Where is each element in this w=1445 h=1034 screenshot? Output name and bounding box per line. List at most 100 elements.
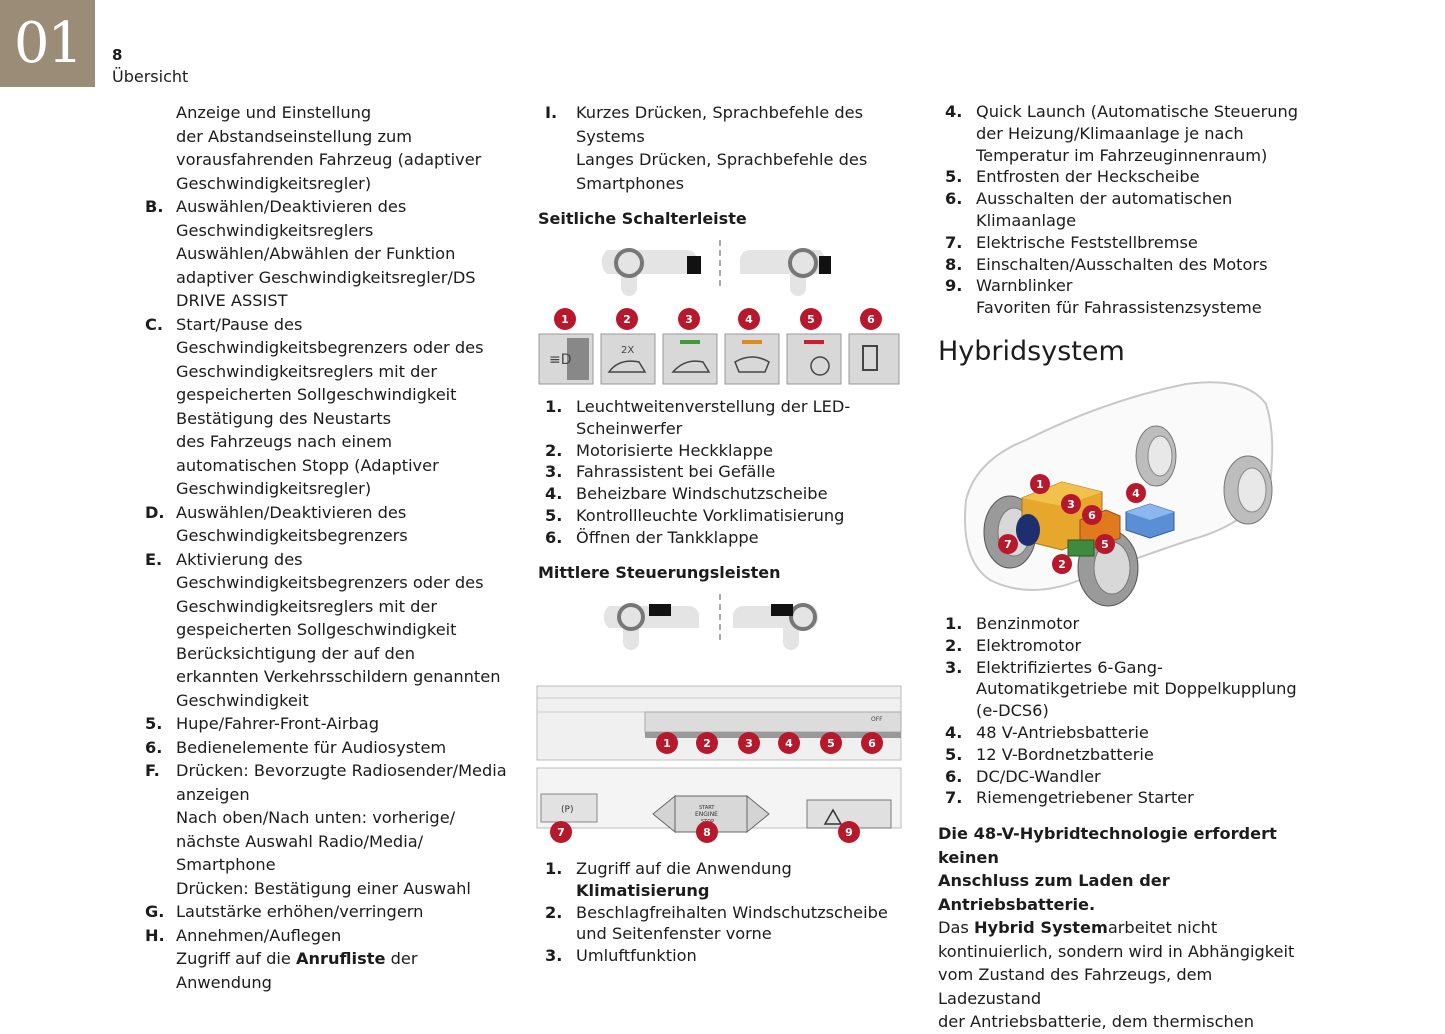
list-marker: 3. bbox=[945, 657, 963, 677]
list-text: Riemengetriebener Starter bbox=[976, 788, 1194, 808]
list-marker: E. bbox=[145, 549, 163, 569]
callout-4: 4 bbox=[778, 732, 800, 754]
list-item: 5.Entfrosten der Heckscheibe bbox=[945, 166, 1315, 188]
list-item: 2.Motorisierte Heckklappe bbox=[545, 440, 915, 462]
callout-3: 3 bbox=[738, 732, 760, 754]
side-bar-list: 1.Leuchtweitenverstellung der LED-Schein… bbox=[545, 396, 915, 549]
svg-text:ENGINE: ENGINE bbox=[695, 811, 718, 818]
list-text: Elektrifiziertes 6-Gang-Automatikgetrieb… bbox=[976, 657, 1297, 721]
rear-wheel-top bbox=[1135, 425, 1177, 487]
svg-text:9: 9 bbox=[845, 826, 853, 839]
list-marker: 7. bbox=[945, 232, 963, 252]
list-text: Entfrosten der Heckscheibe bbox=[976, 167, 1200, 187]
paragraph-line: kontinuierlich, sondern wird in Abhängig… bbox=[938, 941, 1295, 961]
list-text: 48 V-Antriebsbatterie bbox=[976, 722, 1149, 742]
side-button-4 bbox=[724, 333, 780, 385]
side-button-1: ≡D bbox=[538, 333, 594, 385]
note-line-1: Die 48-V-Hybridtechnologie erfordert kei… bbox=[938, 824, 1277, 867]
list-marker: 5. bbox=[545, 505, 563, 525]
list-marker: 7. bbox=[945, 788, 963, 808]
list-marker: 4. bbox=[945, 722, 963, 742]
callout-6: 6 bbox=[1082, 505, 1102, 525]
list-item: 3. Fahrassistent bei Gefälle bbox=[545, 461, 915, 483]
list-text: Beheizbare Windschutzscheibe bbox=[576, 484, 828, 504]
svg-text:4: 4 bbox=[785, 737, 793, 750]
list-item: 7.Elektrische Feststellbremse bbox=[945, 232, 1315, 254]
list-item: 1.Leuchtweitenverstellung der LED-Schein… bbox=[545, 396, 915, 440]
hybrid-paragraph-first: Das Hybrid Systemarbeitet nicht bbox=[938, 918, 1218, 937]
list-text: Fahrassistent bei Gefälle bbox=[576, 462, 776, 482]
list-marker: I. bbox=[545, 103, 558, 122]
list-item: G.Lautstärke erhöhen/verringern bbox=[145, 900, 515, 924]
svg-text:START: START bbox=[699, 805, 715, 811]
callout-8: 8 bbox=[696, 821, 718, 843]
list-item: 5.Hupe/Fahrer-Front-Airbag bbox=[145, 712, 515, 736]
hybrid-heading: Hybridsystem bbox=[938, 336, 1125, 367]
dashboard-left-icon bbox=[601, 248, 701, 296]
svg-text:5: 5 bbox=[1101, 538, 1109, 551]
callout-6: 6 bbox=[861, 732, 883, 754]
svg-text:3: 3 bbox=[745, 737, 753, 750]
list-item: 6.Öffnen der Tankklappe bbox=[545, 527, 915, 549]
list-marker: 5. bbox=[945, 744, 963, 764]
list-marker: 2. bbox=[545, 440, 563, 460]
list-marker: 5. bbox=[145, 714, 163, 733]
list-item: 3. Elektrifiziertes 6-Gang-Automatikgetri… bbox=[945, 657, 1315, 722]
list-marker: H. bbox=[145, 925, 165, 945]
list-text: Einschalten/Ausschalten des Motors bbox=[976, 254, 1268, 274]
list-marker: 2. bbox=[945, 635, 963, 655]
svg-text:2: 2 bbox=[1058, 558, 1066, 571]
list-item: 3.Umluftfunktion bbox=[545, 945, 915, 967]
svg-text:4: 4 bbox=[745, 313, 753, 326]
callout-3: 3 bbox=[678, 308, 700, 330]
svg-text:7: 7 bbox=[1004, 538, 1012, 551]
list-marker: D. bbox=[145, 502, 165, 522]
svg-text:OFF: OFF bbox=[871, 716, 883, 723]
list-marker: 6. bbox=[945, 189, 963, 209]
list-marker: 1. bbox=[545, 397, 563, 416]
list-text: Benzinmotor bbox=[976, 614, 1080, 633]
callout-7: 7 bbox=[998, 534, 1018, 554]
list-item: 2.Elektromotor bbox=[945, 635, 1315, 657]
list-text: Kontrollleuchte Vorklimatisierung bbox=[576, 505, 845, 525]
callout-2: 2 bbox=[1052, 554, 1072, 574]
svg-text:3: 3 bbox=[1067, 498, 1075, 511]
callout-6: 6 bbox=[860, 308, 882, 330]
list-marker: 3. bbox=[545, 946, 563, 966]
list-item: 6.DC/DC-Wandler bbox=[945, 766, 1315, 788]
list-item: 5. Kontrollleuchte Vorklimatisierung bbox=[545, 505, 915, 527]
center-bar-top: OFF bbox=[536, 685, 902, 761]
note-line-2: Anschluss zum Laden der Antriebsbatterie… bbox=[938, 871, 1170, 914]
list-marker: 6. bbox=[145, 737, 163, 757]
heading-side-bar: Seitliche Schalterleiste bbox=[538, 209, 747, 228]
svg-text:7: 7 bbox=[557, 826, 565, 839]
svg-text:8: 8 bbox=[703, 826, 711, 839]
callout-4: 4 bbox=[738, 308, 760, 330]
list-marker: 3. bbox=[545, 462, 563, 482]
paragraph-line: vom Zustand des Fahrzeugs, dem Ladezusta… bbox=[938, 965, 1213, 1008]
electric-motor bbox=[1067, 539, 1095, 557]
side-button-2: 2X bbox=[600, 333, 656, 385]
center-bar-bottom: (P) START ENGINE STOP bbox=[536, 767, 902, 834]
svg-text:4: 4 bbox=[1132, 487, 1140, 500]
list-item: 1.Benzinmotor bbox=[945, 613, 1315, 635]
list-marker: 4. bbox=[545, 484, 563, 504]
